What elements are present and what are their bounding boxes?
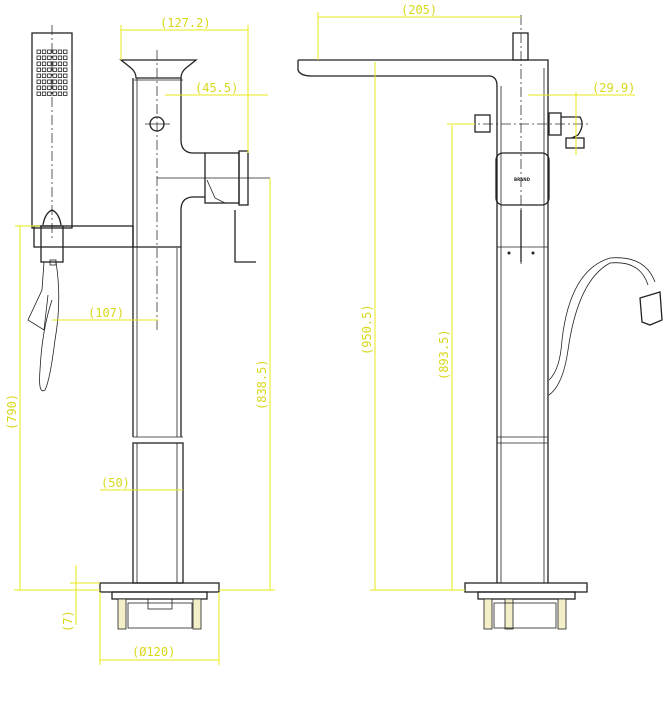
dim-top-width: (127.2)	[160, 16, 211, 30]
hand-shower	[27, 25, 134, 392]
nozzle-hole	[63, 85, 68, 90]
nozzle-hole	[41, 67, 47, 72]
nozzle-hole	[52, 55, 57, 60]
nozzle-hole	[47, 49, 52, 54]
side-view: (127.2) (45.5) (107) (790) (838.5) (50) …	[5, 16, 275, 665]
hose	[548, 257, 663, 396]
nozzle-hole	[36, 67, 41, 72]
nozzle-hole	[36, 61, 41, 66]
front-view: BRAND (205) (29.9) (950.5)	[297, 3, 663, 630]
dim-holder-height: (790)	[5, 394, 19, 430]
nozzle-hole	[36, 73, 41, 78]
nozzle-hole	[41, 79, 47, 84]
nozzle-hole	[47, 91, 52, 96]
nozzle-hole	[41, 73, 47, 78]
nozzle-hole	[63, 91, 68, 96]
nozzle-hole	[47, 55, 52, 60]
nozzle-hole	[47, 61, 52, 66]
nozzle-hole	[63, 73, 68, 78]
dim-column-width: (50)	[101, 476, 130, 490]
nozzle-hole	[41, 55, 47, 60]
nozzle-hole	[57, 61, 63, 66]
dim-base-diameter: (Ø120)	[132, 645, 175, 659]
nozzle-hole	[52, 85, 57, 90]
nozzle-hole	[41, 85, 47, 90]
front-dimensions: (205) (29.9) (950.5) (893.5)	[317, 3, 635, 591]
nozzle-hole	[52, 49, 57, 54]
nozzle-hole	[41, 49, 47, 54]
nozzle-hole	[36, 91, 41, 96]
shower-nozzle-grid	[36, 49, 68, 96]
nozzle-hole	[41, 91, 47, 96]
nozzle-hole	[57, 55, 63, 60]
dim-outlet-height: (838.5)	[255, 359, 269, 410]
nozzle-hole	[36, 79, 41, 84]
nozzle-hole	[57, 49, 63, 54]
nozzle-hole	[52, 91, 57, 96]
dim-outlet-offset: (45.5)	[195, 81, 238, 95]
nozzle-hole	[52, 61, 57, 66]
nozzle-hole	[63, 79, 68, 84]
dim-spout-reach: (205)	[401, 3, 437, 17]
nozzle-hole	[63, 49, 68, 54]
dim-handle-height: (893.5)	[437, 329, 451, 380]
main-column	[119, 50, 205, 584]
nozzle-hole	[57, 79, 63, 84]
base	[99, 582, 220, 630]
dim-total-height: (950.5)	[360, 304, 374, 355]
nozzle-hole	[52, 67, 57, 72]
nozzle-hole	[63, 61, 68, 66]
dim-side-offset: (29.9)	[592, 81, 635, 95]
nozzle-hole	[36, 49, 41, 54]
side-dimensions: (127.2) (45.5) (107) (790) (838.5) (50) …	[5, 16, 275, 665]
nozzle-hole	[57, 67, 63, 72]
nozzle-hole	[47, 85, 52, 90]
nozzle-hole	[36, 85, 41, 90]
side-outlet	[157, 150, 270, 263]
nozzle-hole	[57, 85, 63, 90]
brand-logo: BRAND	[514, 177, 531, 182]
dim-base-thickness: (7)	[61, 610, 75, 632]
nozzle-hole	[41, 61, 47, 66]
nozzle-hole	[47, 79, 52, 84]
nozzle-hole	[47, 67, 52, 72]
nozzle-hole	[57, 91, 63, 96]
front-base	[464, 582, 588, 630]
dim-holder-offset: (107)	[88, 306, 124, 320]
nozzle-hole	[52, 79, 57, 84]
nozzle-hole	[36, 55, 41, 60]
nozzle-hole	[47, 73, 52, 78]
spout-and-column: BRAND	[297, 15, 590, 583]
nozzle-hole	[52, 73, 57, 78]
nozzle-hole	[57, 73, 63, 78]
nozzle-hole	[63, 55, 68, 60]
nozzle-hole	[63, 67, 68, 72]
